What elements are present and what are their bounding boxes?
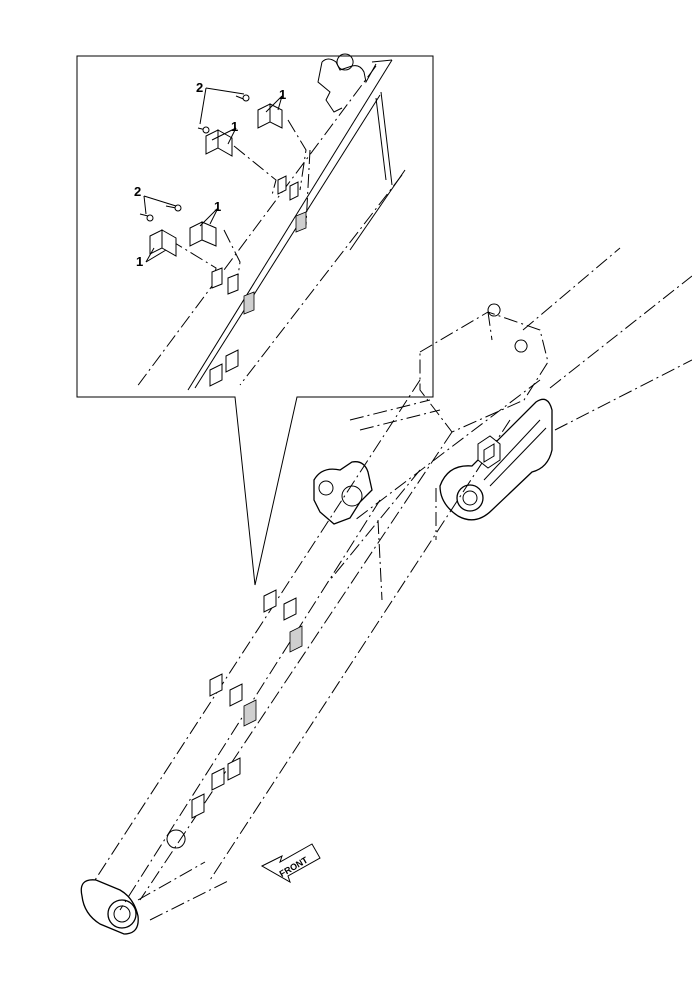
callout-2-lower: 2 [134,184,141,199]
callout-1-lower-a: 1 [214,199,221,214]
clamp-part-1-lower [149,221,217,257]
callout-2-upper: 2 [196,80,203,95]
front-direction-arrow: FRONT [260,843,321,884]
mounted-clips-upper [277,175,307,233]
boom-assembly [80,247,692,935]
bolt-part-2-lower [139,204,182,222]
bolt-part-2 [197,94,250,134]
callout-labels: 2 1 1 2 1 1 [134,80,286,269]
boom-clips [191,589,303,819]
callout-1-upper-b: 1 [231,119,238,134]
callout-1-upper-a: 1 [279,87,286,102]
mounted-clips-lower [209,267,255,387]
detail-callout-box [76,55,434,586]
detail-view: 2 1 1 2 1 1 [134,53,406,391]
clamp-part-1 [205,103,283,157]
callout-1-lower-b: 1 [136,254,143,269]
